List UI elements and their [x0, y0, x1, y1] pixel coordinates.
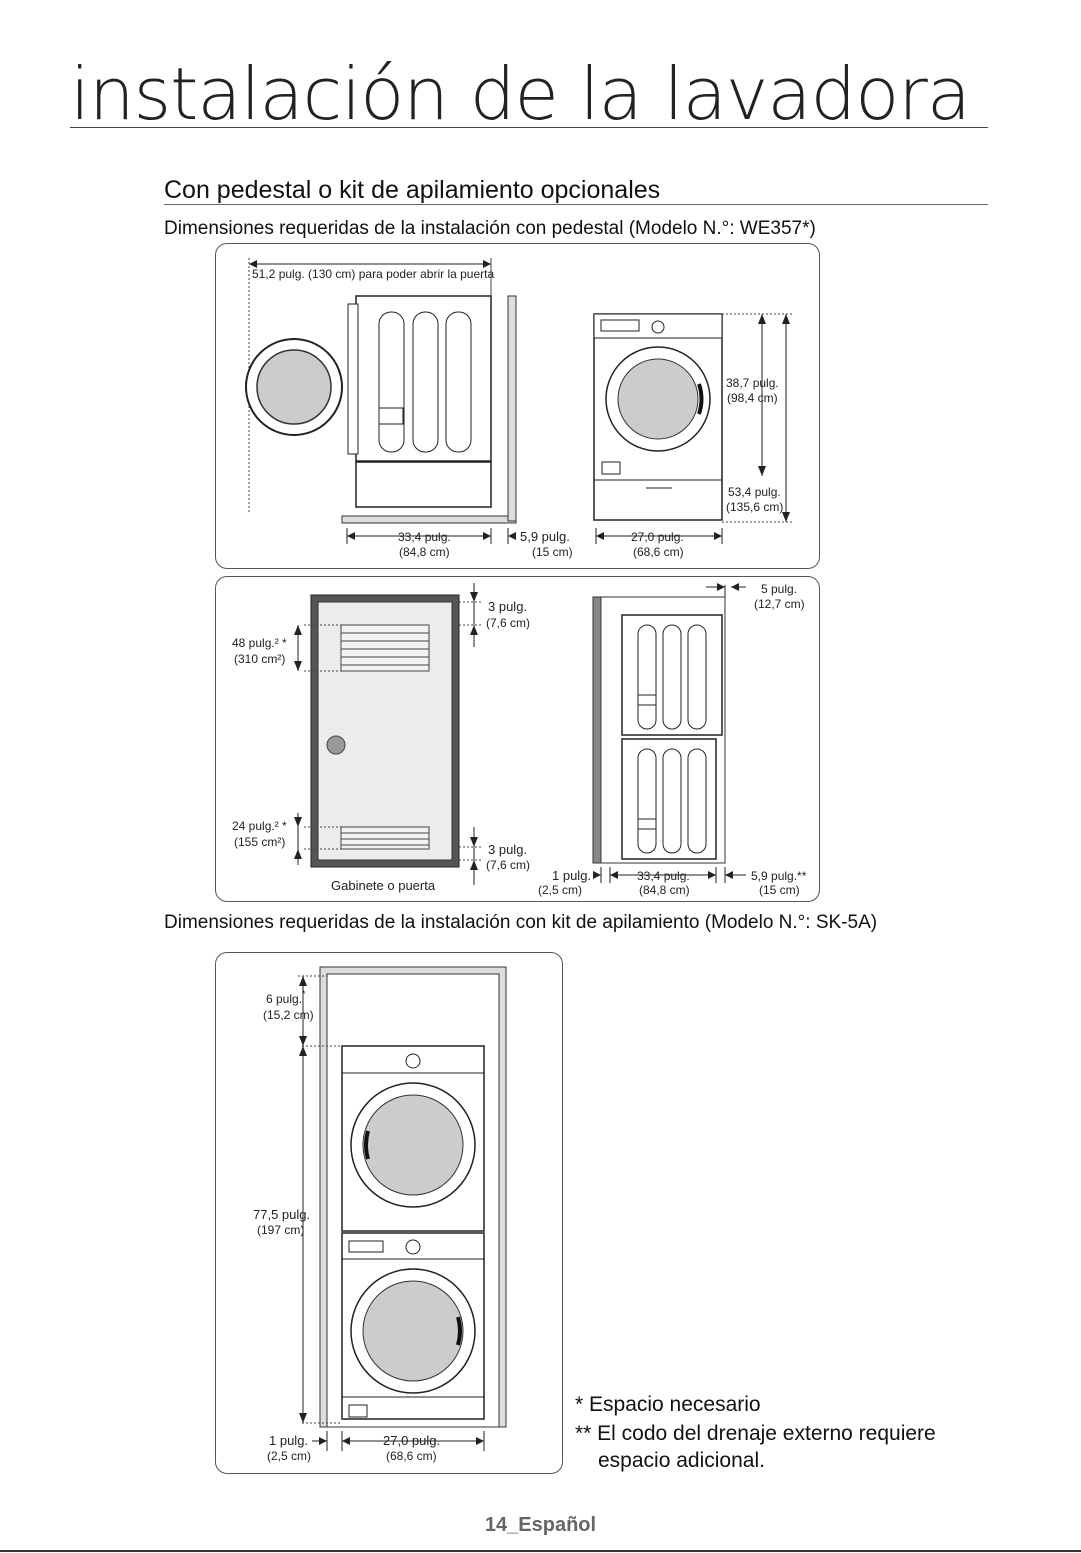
- width-in-label: 27,0 pulg.: [631, 530, 684, 544]
- h1-cm-label: (98,4 cm): [727, 391, 778, 405]
- stack-height-cm-label: (197 cm): [257, 1223, 304, 1237]
- side-gap-cm-label: (12,7 cm): [754, 597, 805, 611]
- note-drain-line1: ** El codo del drenaje externo requiere: [575, 1422, 936, 1445]
- cabinet-diagram-box: 48 pulg.² * (310 cm²) 24 pulg.² * (155 c…: [215, 576, 820, 902]
- vent-top-cm-label: (310 cm²): [234, 652, 285, 666]
- page-title: instalación de la lavadora: [70, 52, 971, 136]
- stack-top-in-label: 6 pulg.: [266, 992, 302, 1006]
- vent-bottom-in-label: 24 pulg.² *: [232, 819, 287, 833]
- stack-diagram-box: 6 pulg. * (15,2 cm) 77,5 pulg. (197 cm) …: [215, 952, 563, 1474]
- front-gap-cm-label: (2,5 cm): [538, 883, 582, 897]
- cab-rear-in-label: 5,9 pulg.**: [751, 869, 807, 883]
- stack-side-cm-label: (2,5 cm): [267, 1449, 311, 1463]
- width-cm-label: (68,6 cm): [633, 545, 684, 559]
- bottom-gap-in-label: 3 pulg.: [488, 842, 527, 857]
- depth-cm-label: (84,8 cm): [399, 545, 450, 559]
- cabinet-diagram: 48 pulg.² * (310 cm²) 24 pulg.² * (155 c…: [232, 582, 807, 897]
- depth-in-label: 33,4 pulg.: [398, 530, 451, 544]
- stack-top-star: *: [302, 989, 306, 999]
- stack-heading: Dimensiones requeridas de la instalación…: [164, 912, 878, 933]
- note-drain-line2: espacio adicional.: [598, 1449, 765, 1472]
- cabinet-label: Gabinete o puerta: [331, 878, 436, 893]
- h2-cm-label: (135,6 cm): [726, 500, 783, 514]
- bottom-rule: [0, 1550, 1081, 1552]
- h1-in-label: 38,7 pulg.: [726, 376, 779, 390]
- front-gap-in-label: 1 pulg.: [552, 868, 591, 883]
- side-gap-in-label: 5 pulg.: [761, 582, 797, 596]
- vent-top-in-label: 48 pulg.² *: [232, 636, 287, 650]
- h2-in-label: 53,4 pulg.: [728, 485, 781, 499]
- rear-in-label: 5,9 pulg.: [520, 529, 570, 544]
- rear-cm-label: (15 cm): [532, 545, 573, 559]
- title-rule: [70, 127, 988, 128]
- top-gap-cm-label: (7,6 cm): [486, 616, 530, 630]
- section-title: Con pedestal o kit de apilamiento opcion…: [164, 176, 661, 204]
- cab-rear-cm-label: (15 cm): [759, 883, 800, 897]
- stack-height-in-label: 77,5 pulg.: [253, 1207, 310, 1222]
- bottom-gap-cm-label: (7,6 cm): [486, 858, 530, 872]
- cab-depth-in-label: 33,4 pulg.: [637, 869, 690, 883]
- vent-bottom-cm-label: (155 cm²): [234, 835, 285, 849]
- top-gap-in-label: 3 pulg.: [488, 599, 527, 614]
- stack-width-cm-label: (68,6 cm): [386, 1449, 437, 1463]
- pedestal-heading: Dimensiones requeridas de la instalación…: [164, 218, 816, 239]
- section-rule: [164, 204, 988, 205]
- stack-width-in-label: 27,0 pulg.: [383, 1433, 440, 1448]
- page-number: 14_Español: [484, 1514, 597, 1536]
- cab-depth-cm-label: (84,8 cm): [639, 883, 690, 897]
- door-open-label: 51,2 pulg. (130 cm) para poder abrir la …: [252, 267, 494, 281]
- stack-side-in-label: 1 pulg.: [269, 1433, 308, 1448]
- note-required-space: * Espacio necesario: [575, 1393, 761, 1416]
- pedestal-diagram: 51,2 pulg. (130 cm) para poder abrir la …: [245, 258, 794, 559]
- stack-diagram: 6 pulg. * (15,2 cm) 77,5 pulg. (197 cm) …: [253, 966, 507, 1463]
- pedestal-diagram-box: 51,2 pulg. (130 cm) para poder abrir la …: [215, 243, 820, 569]
- stack-top-cm-label: (15,2 cm): [263, 1008, 314, 1022]
